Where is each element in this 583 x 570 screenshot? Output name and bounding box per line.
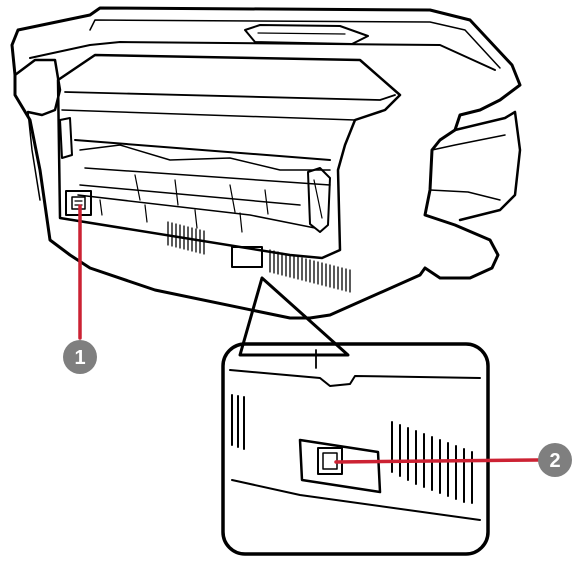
printer-body: [10, 6, 522, 320]
callout-1: 1: [63, 340, 97, 374]
callout-2: 2: [538, 443, 572, 477]
callout-1-number: 1: [74, 347, 85, 369]
usb-port: [298, 438, 382, 494]
callout-2-leader: [334, 458, 540, 464]
leader-lines: [78, 204, 540, 464]
zoom-connector: [238, 276, 350, 357]
rear-cover: [56, 53, 402, 260]
rear-vents: [167, 221, 351, 293]
zoom-inset: [221, 342, 490, 556]
callout-2-number: 2: [549, 450, 560, 472]
